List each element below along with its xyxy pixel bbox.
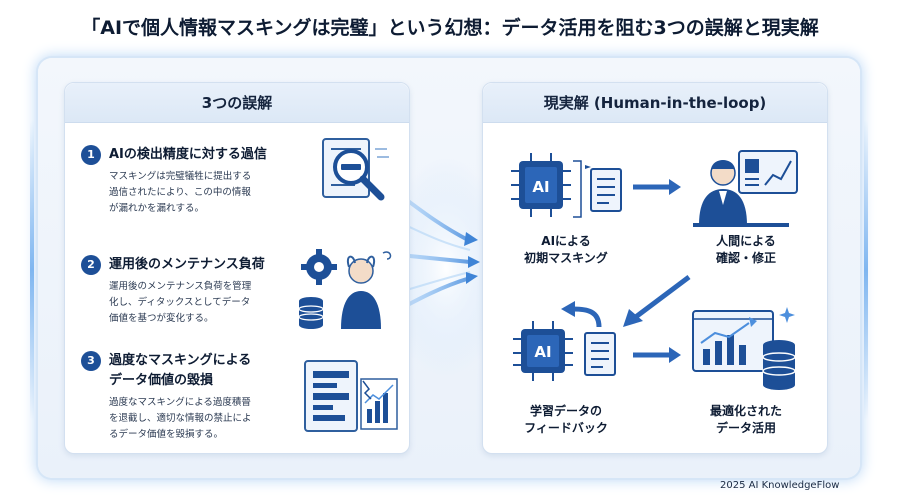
chart-window-icon	[692, 310, 774, 372]
misconceptions-panel: 3つの誤解 1 AIの検出精度に対する過信 マスキングは完璧犠牲に提出する 過信…	[64, 82, 410, 454]
person-icon	[341, 251, 392, 329]
human-reviewer-icon	[693, 150, 798, 227]
item-desc-3: 過度なマスキングによる過度積晉 を退截し、適切な情報の禁止によ るデータ価値を毀…	[109, 397, 252, 440]
item-desc-2: 運用後のメンテナンス負荷を管理 化し、ディタックスとしてデータ 価値を基つが変化…	[109, 281, 252, 324]
item-desc-1: マスキングは完璧犠牲に提出する 過信されたにより、この中の情報 が漏れかを漏れす…	[109, 171, 252, 214]
document-icon	[584, 332, 616, 376]
sparkle-icon	[779, 307, 795, 323]
ai-chip-icon: AI	[513, 321, 573, 381]
streak-arrowhead-2	[468, 256, 480, 268]
item-number-2: 2	[81, 255, 101, 275]
item-title-2: 運用後のメンテナンス負荷	[109, 257, 265, 272]
step-label-ai-masking: AIによる 初期マスキング	[524, 234, 608, 265]
arrow-right-2	[633, 347, 681, 363]
database-icon	[298, 297, 324, 329]
center-glow	[386, 158, 506, 378]
frame-glow-left	[30, 120, 34, 420]
step-label-feedback: 学習データの フィードバック	[524, 404, 608, 435]
ai-feedback-icon: AI	[513, 301, 616, 381]
item-number-3: 3	[81, 351, 101, 371]
optimized-data-icon	[692, 307, 796, 390]
item-title-3b: データ価値の毀損	[109, 373, 214, 388]
person-icon	[693, 160, 789, 227]
solution-header: 現実解 (Human-in-the-loop)	[483, 83, 827, 123]
item-number-1: 1	[81, 145, 101, 165]
magnifier-document-icon	[322, 138, 389, 201]
page-title: 「AIで個人情報マスキングは完璧」という幻想：データ活用を阻む3つの誤解と現実解	[81, 17, 819, 39]
stressed-maintenance-icon	[298, 249, 392, 329]
document-icon	[590, 168, 622, 212]
arrow-diagonal-down-left	[623, 275, 691, 327]
redacted-document-icon	[304, 360, 398, 432]
footer-credit: 2025 AI KnowledgeFlow	[720, 480, 840, 491]
arrow-right-1	[633, 179, 681, 195]
frame-glow-right	[864, 120, 868, 420]
item-title-1: AIの検出精度に対する過信	[109, 147, 267, 162]
broken-chart-icon	[360, 378, 398, 430]
step-label-optimized-data: 最適化された データ活用	[709, 404, 782, 435]
misconceptions-header: 3つの誤解	[65, 83, 409, 123]
item-title-3: 過度なマスキングによる	[109, 353, 252, 368]
ai-chip-icon: AI	[511, 153, 571, 217]
svg-text:AI: AI	[534, 343, 551, 361]
streak-arrowhead-3	[466, 272, 478, 284]
monitor-icon	[738, 150, 798, 194]
solution-panel: 現実解 (Human-in-the-loop) AI	[482, 82, 828, 454]
svg-text:AI: AI	[532, 178, 549, 196]
gear-icon	[301, 249, 337, 285]
streak-arrowhead-1	[464, 232, 478, 246]
step-label-human-review: 人間による 確認・修正	[715, 234, 776, 265]
ai-chip-documents-icon: AI	[511, 153, 622, 218]
database-icon	[762, 340, 796, 390]
